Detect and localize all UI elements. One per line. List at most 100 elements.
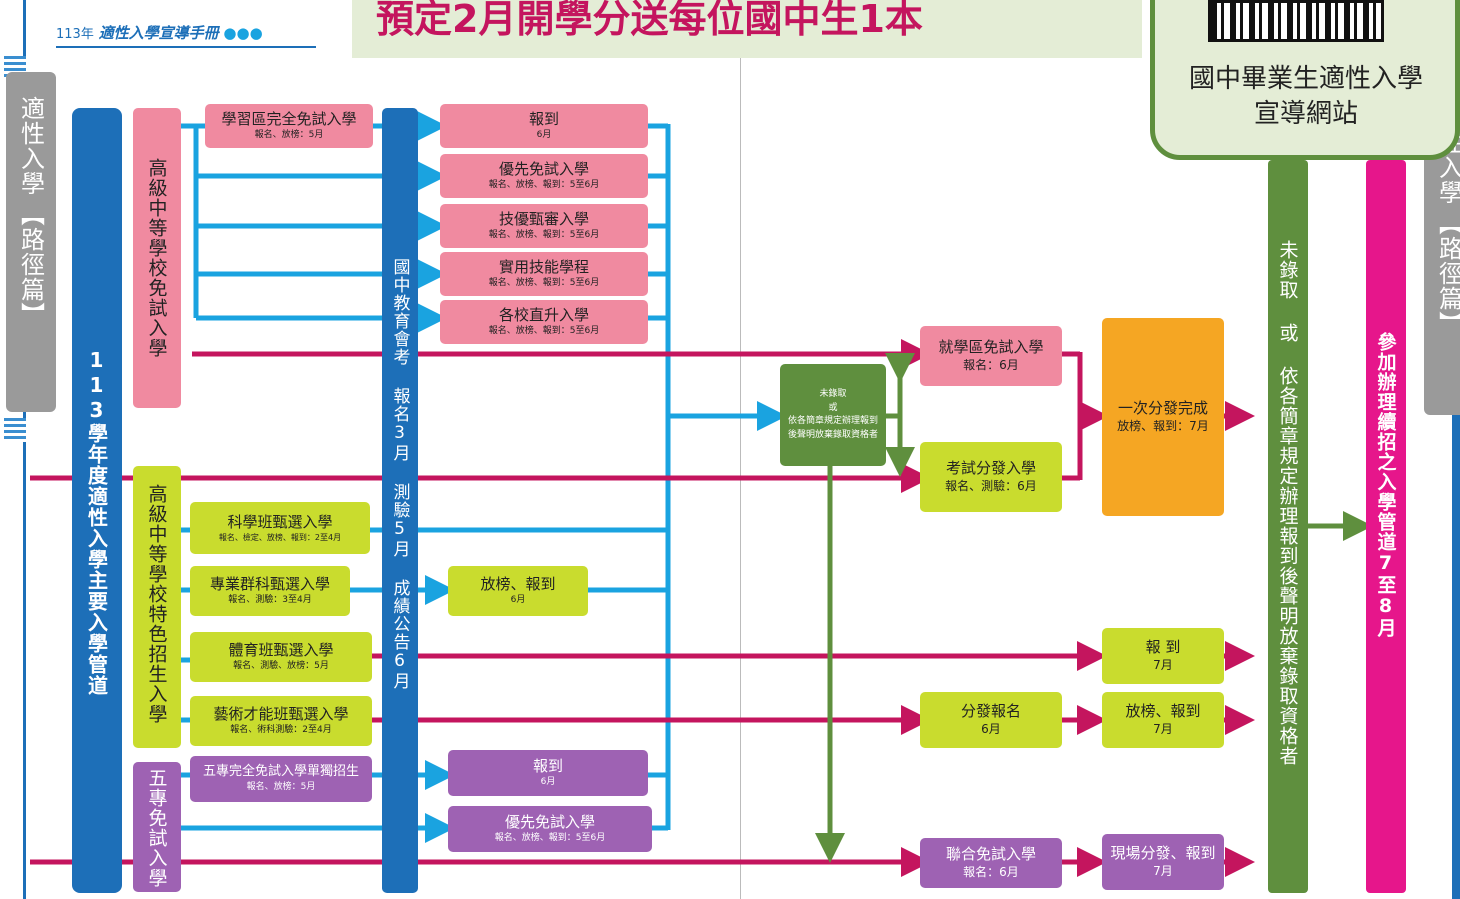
website-label-line2: 宣導網站	[1253, 99, 1358, 129]
not-admitted-box: 未錄取 或 依各簡章規定辦理報到 後聲明放棄錄取資格者	[780, 364, 886, 466]
science-class-sub: 報名、檢定、放榜、報到：2至4月	[218, 533, 342, 543]
group-exempt-label: 高級中等學校免試入學	[145, 158, 168, 358]
arts-result-title: 放榜、報到	[1125, 702, 1201, 721]
headline: 預定2月開學分送每位國中生1本	[376, 0, 923, 41]
direct-promotion-box: 各校直升入學 報名、放榜、報到：5至6月	[440, 300, 648, 344]
arts-class-title: 藝術才能班甄選入學	[213, 705, 349, 724]
jc-register-box: 報到 6月	[448, 750, 648, 796]
left-tab-line2: 【路徑篇】	[16, 202, 45, 327]
main-channel-bar: 113學年度適性入學主要入學管道	[72, 108, 122, 893]
jc-priority-title: 優先免試入學	[504, 813, 595, 832]
practical-skill-sub: 報名、放榜、報到：5至6月	[488, 278, 600, 289]
qr-code-icon	[1208, 0, 1384, 42]
headline-banner	[352, 0, 1142, 58]
exam-allocation-sub: 報名、測驗：6月	[945, 478, 1037, 493]
sports-register-sub: 7月	[1153, 657, 1173, 672]
jc-onsite-title: 現場分發、報到	[1110, 844, 1216, 863]
vocational-result-box: 放榜、報到 6月	[448, 566, 588, 616]
group-junior-college-label: 五專免試入學	[145, 768, 168, 888]
priority-title: 優先免試入學	[498, 160, 589, 179]
left-edge-stripes	[4, 418, 26, 442]
vocational-box: 專業群科甄選入學 報名、測驗：3至4月	[190, 566, 350, 616]
district-exempt-box: 就學區免試入學 報名：6月	[920, 326, 1062, 386]
vocational-sub: 報名、測驗：3至4月	[228, 595, 312, 606]
handbook-title: 113年 適性入學宣導手冊 ●●●	[56, 22, 316, 48]
practical-skill-box: 實用技能學程 報名、放榜、報到：5至6月	[440, 252, 648, 296]
science-class-title: 科學班甄選入學	[227, 512, 333, 531]
arts-class-box: 藝術才能班甄選入學 報名、術科測驗：2至4月	[190, 696, 372, 746]
continued-enrollment-bar: 參加辦理續招之入學管道7至8月	[1366, 160, 1406, 893]
sports-class-title: 體育班甄選入學	[228, 641, 334, 660]
handbook-name: 適性入學宣導手冊	[98, 24, 219, 42]
register-sub: 6月	[536, 130, 552, 141]
jc-joint-exempt-title: 聯合免試入學	[945, 845, 1036, 864]
science-class-box: 科學班甄選入學 報名、檢定、放榜、報到：2至4月	[190, 502, 370, 554]
jc-joint-exempt-sub: 報名：6月	[963, 864, 1019, 879]
priority-box: 優先免試入學 報名、放榜、報到：5至6月	[440, 154, 648, 198]
allocation-signup-box: 分發報名 6月	[920, 692, 1062, 748]
direct-promotion-title: 各校直升入學	[498, 306, 589, 325]
jc-full-exempt-box: 五專完全免試入學單獨招生 報名、放榜：5月	[190, 756, 372, 802]
group-special-label: 高級中等學校特色招生入學	[145, 484, 168, 724]
learning-area-exempt-sub: 報名、放榜：5月	[254, 130, 324, 141]
skill-excellence-sub: 報名、放榜、報到：5至6月	[488, 230, 600, 241]
allocation-signup-sub: 6月	[981, 721, 1001, 736]
jc-register-title: 報到	[532, 757, 563, 776]
left-tab: 適性入學 【路徑篇】	[6, 72, 56, 412]
website-label: 國中畢業生適性入學 宣導網站	[1156, 62, 1456, 132]
vocational-result-title: 放榜、報到	[480, 575, 556, 594]
arts-class-sub: 報名、術科測驗：2至4月	[230, 725, 332, 736]
district-exempt-sub: 報名：6月	[963, 357, 1019, 372]
group-special: 高級中等學校特色招生入學	[133, 466, 181, 748]
jc-full-exempt-title: 五專完全免試入學單獨招生	[202, 764, 359, 780]
not-admitted-l2: 或	[828, 402, 838, 413]
learning-area-exempt-box: 學習區完全免試入學 報名、放榜：5月	[205, 104, 373, 148]
jc-full-exempt-sub: 報名、放榜：5月	[246, 782, 316, 793]
main-channel-title: 113學年度適性入學主要入學管道	[84, 348, 109, 696]
vocational-title: 專業群科甄選入學	[209, 575, 330, 594]
practical-skill-title: 實用技能學程	[498, 258, 589, 277]
left-tab-line1: 適性入學	[16, 96, 45, 196]
dots-icon: ●●●	[223, 24, 263, 42]
not-admitted-l4: 後聲明放棄錄取資格者	[787, 429, 878, 440]
direct-promotion-sub: 報名、放榜、報到：5至6月	[488, 326, 600, 337]
skill-excellence-box: 技優甄審入學 報名、放榜、報到：5至6月	[440, 204, 648, 248]
arts-result-box: 放榜、報到 7月	[1102, 692, 1224, 748]
one-time-allocation-box: 一次分發完成 放榜、報到：7月	[1102, 318, 1224, 516]
jc-priority-box: 優先免試入學 報名、放榜、報到：5至6月	[448, 806, 652, 852]
not-admitted-l3: 依各簡章規定辦理報到	[787, 416, 878, 426]
exam-bar: 國中教育會考 報名3月 測驗5月 成績公告6月	[382, 108, 418, 893]
right-tab: 性入學 【路徑篇】	[1424, 120, 1460, 415]
jc-onsite-box: 現場分發、報到 7月	[1102, 834, 1224, 890]
exam-allocation-box: 考試分發入學 報名、測驗：6月	[920, 442, 1062, 512]
exam-allocation-title: 考試分發入學	[945, 459, 1036, 478]
register-title: 報到	[528, 110, 559, 129]
one-time-allocation-title: 一次分發完成	[1117, 399, 1208, 418]
right-tab-line2: 【路徑篇】	[1434, 211, 1460, 336]
jc-register-sub: 6月	[540, 777, 556, 788]
not-admitted-l1: 未錄取	[819, 389, 847, 399]
jc-joint-exempt-box: 聯合免試入學 報名：6月	[920, 838, 1062, 888]
sports-register-title: 報 到	[1145, 638, 1181, 657]
not-admitted-bar: 未錄取 或 依各簡章規定辦理報到後聲明放棄錄取資格者	[1268, 160, 1308, 893]
learning-area-exempt-title: 學習區完全免試入學	[221, 110, 357, 129]
right-edge	[1452, 160, 1460, 899]
one-time-allocation-sub: 放榜、報到：7月	[1117, 418, 1209, 433]
allocation-signup-title: 分發報名	[960, 702, 1021, 721]
sports-register-box: 報 到 7月	[1102, 628, 1224, 684]
arts-result-sub: 7月	[1153, 721, 1173, 736]
group-exempt: 高級中等學校免試入學	[133, 108, 181, 408]
sports-class-box: 體育班甄選入學 報名、測驗、放榜：5月	[190, 632, 372, 682]
priority-sub: 報名、放榜、報到：5至6月	[488, 180, 600, 191]
vocational-result-sub: 6月	[510, 595, 526, 606]
not-admitted-bar-label: 未錄取 或 依各簡章規定辦理報到後聲明放棄錄取資格者	[1276, 240, 1299, 766]
jc-priority-sub: 報名、放榜、報到：5至6月	[494, 833, 606, 844]
sports-class-sub: 報名、測驗、放榜：5月	[233, 661, 329, 672]
district-exempt-title: 就學區免試入學	[938, 338, 1044, 357]
jc-onsite-sub: 7月	[1153, 863, 1173, 878]
handbook-year: 113年	[56, 27, 94, 42]
continued-enrollment-label: 參加辦理續招之入學管道7至8月	[1374, 332, 1397, 638]
register-box: 報到 6月	[440, 104, 648, 148]
website-label-line1: 國中畢業生適性入學	[1188, 64, 1423, 94]
skill-excellence-title: 技優甄審入學	[498, 210, 589, 229]
